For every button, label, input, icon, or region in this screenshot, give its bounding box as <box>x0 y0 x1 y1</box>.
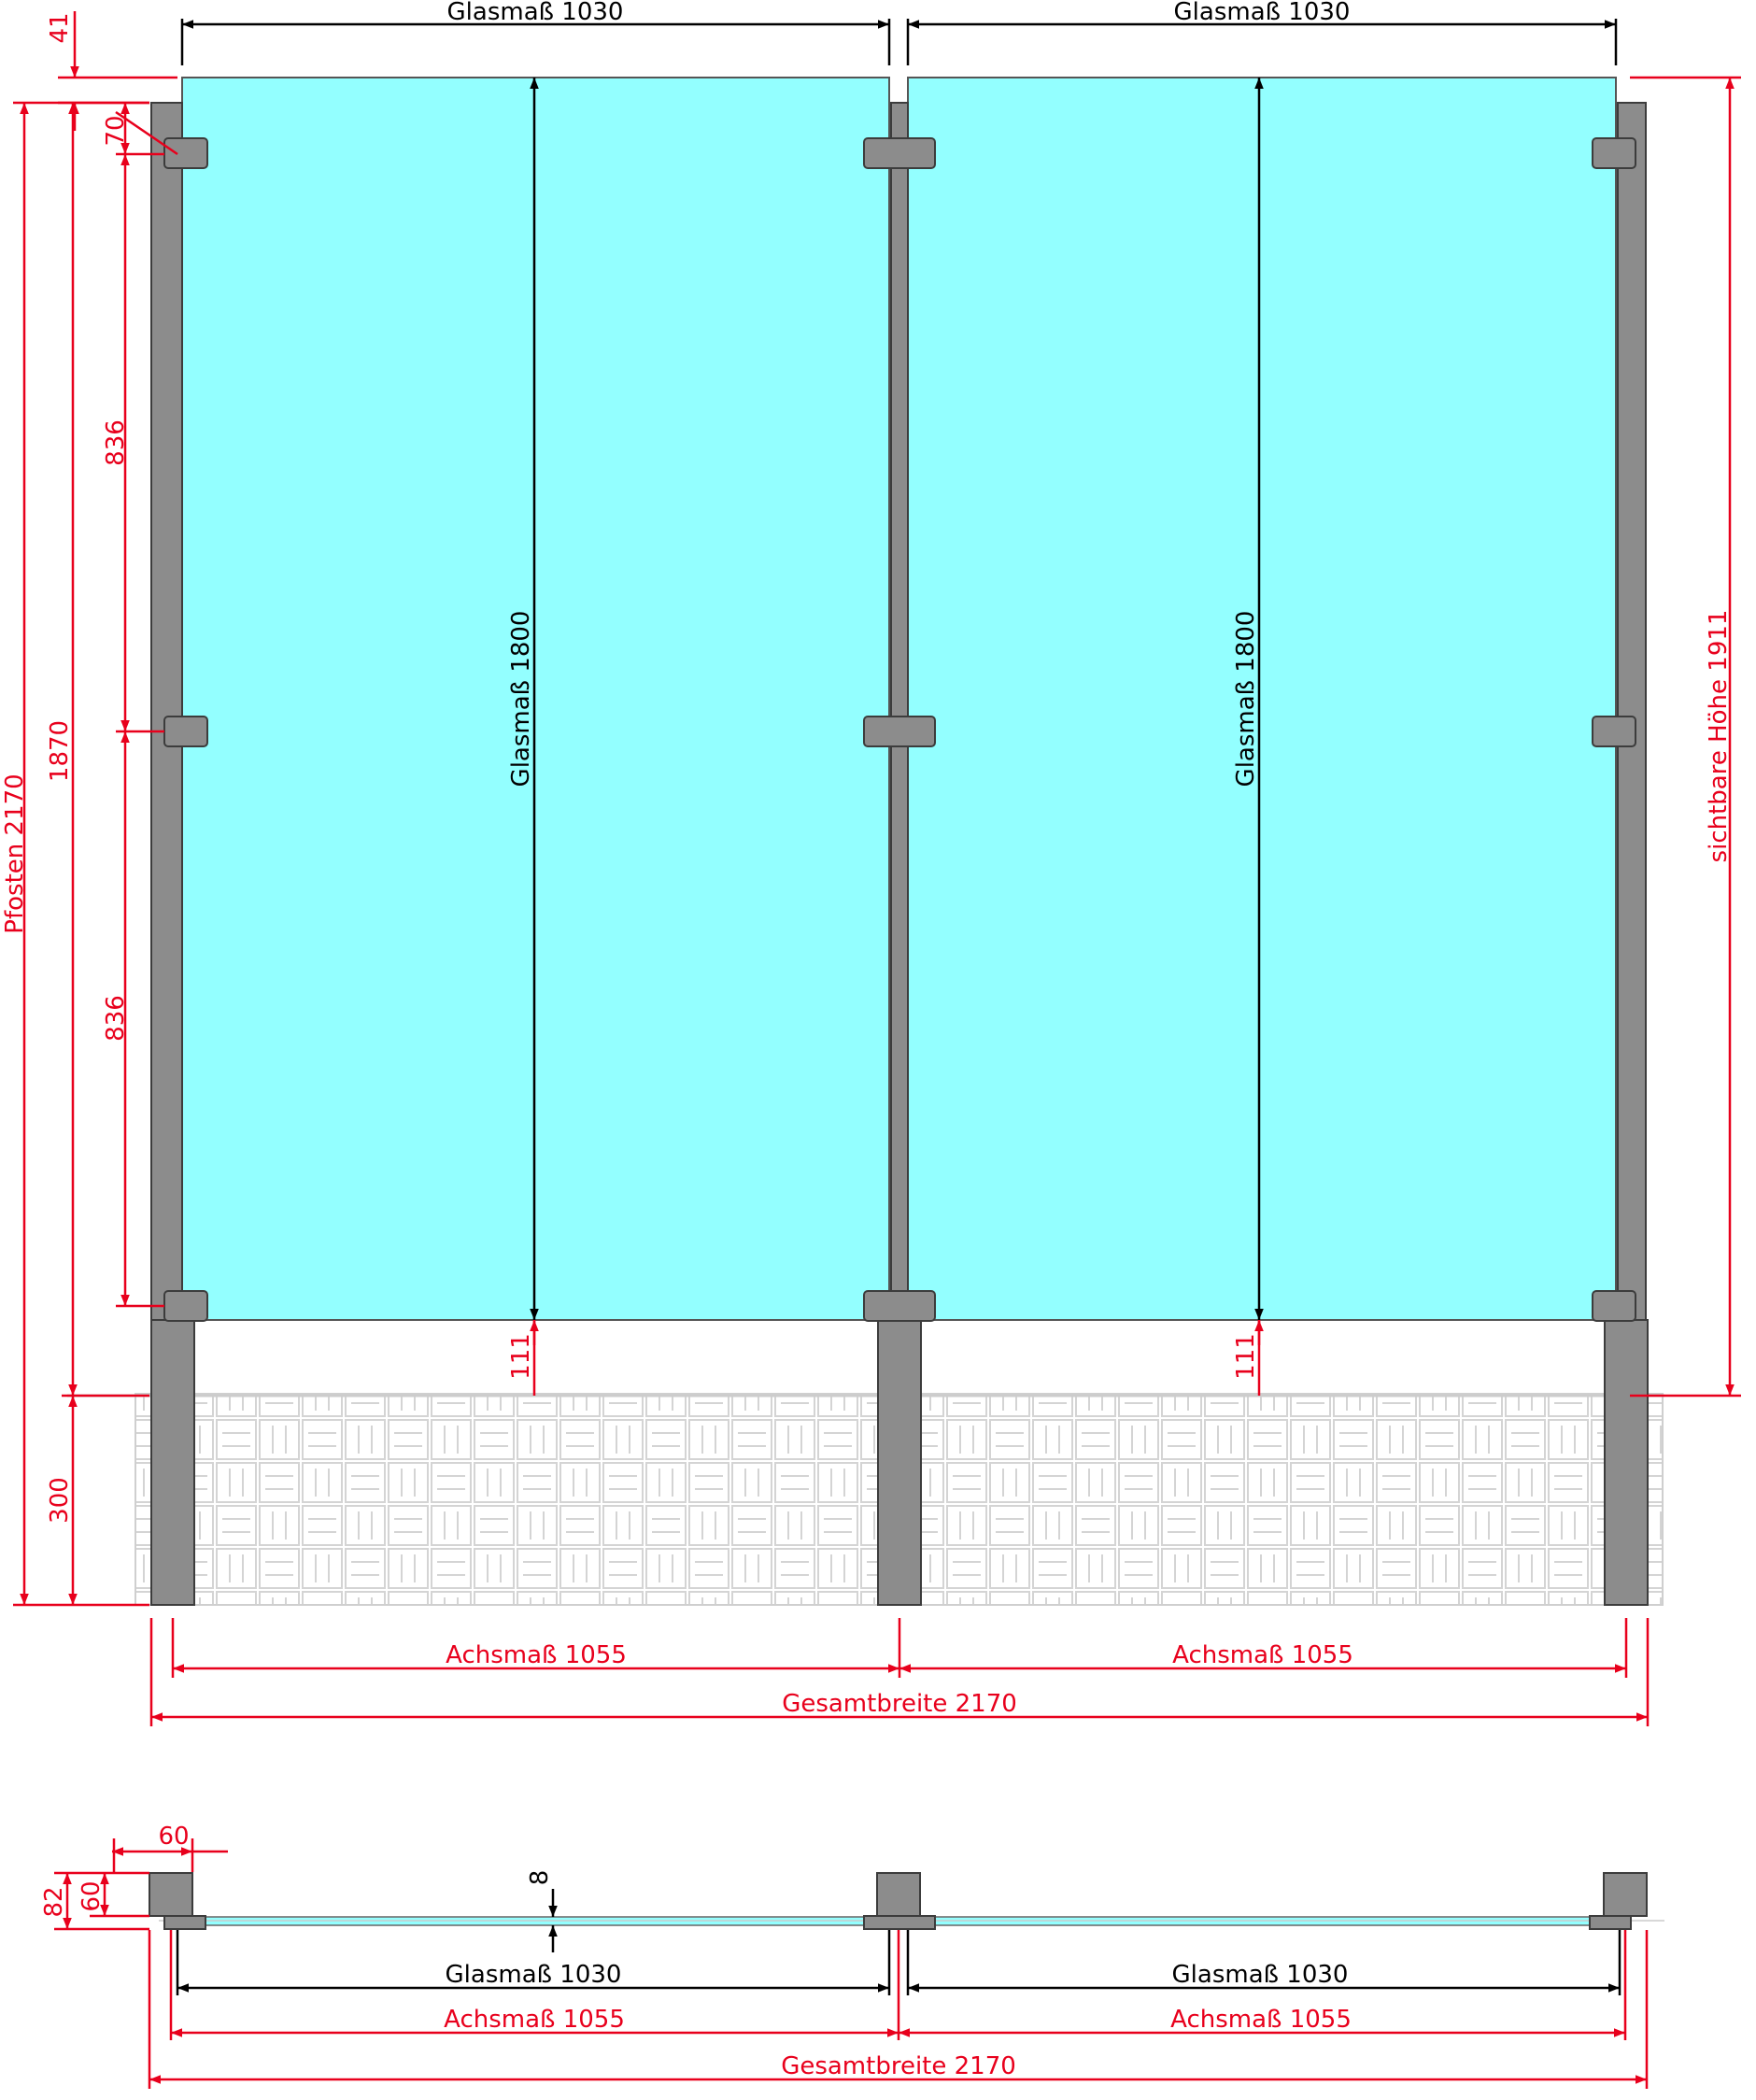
plan-post-width-label: 60 <box>158 1823 189 1851</box>
clamp <box>163 716 208 747</box>
glass-height-right-label: Glasmaß 1800 <box>1232 611 1260 788</box>
plan-clamp <box>1589 1915 1632 1930</box>
axis-right-label: Achsmaß 1055 <box>1172 1641 1353 1669</box>
plan-total-width-label: Gesamtbreite 2170 <box>781 2052 1016 2080</box>
clamp-spacing-upper-label: 836 <box>102 419 130 466</box>
plan-post-middle <box>876 1872 921 1917</box>
glass-height-left-label: Glasmaß 1800 <box>507 611 535 788</box>
post-right-upper <box>1617 102 1647 1321</box>
post-middle-upper <box>890 102 909 1321</box>
plan-post-left <box>149 1872 193 1917</box>
clamp <box>1592 716 1636 747</box>
plan-post-right <box>1603 1872 1648 1917</box>
total-width-label: Gesamtbreite 2170 <box>782 1690 1017 1718</box>
gap-top-label: 41 <box>46 12 74 43</box>
plan-view: 60 82 60 8 Glasmaß 1030 Glasmaß 1030 <box>40 1823 1664 2089</box>
clamp <box>863 716 936 747</box>
clamp-offset-top-label: 70 <box>102 115 130 146</box>
plan-glass-width-right-label: Glasmaß 1030 <box>1172 1961 1349 1989</box>
post-right-lower <box>1604 1319 1649 1606</box>
clamp <box>163 137 208 169</box>
visible-height-label: sichtbare Höhe 1911 <box>1705 610 1733 863</box>
glass-pane-left <box>181 77 890 1321</box>
plan-glass-width-left-label: Glasmaß 1030 <box>446 1961 622 1989</box>
elevation-view: Glasmaß 1030 Glasmaß 1030 Glasmaß 1800 G… <box>1 0 1741 1726</box>
post-left-lower <box>150 1319 195 1606</box>
clamp <box>863 1290 936 1322</box>
clamp <box>163 1290 208 1322</box>
plan-axis-left-label: Achsmaß 1055 <box>444 2006 625 2034</box>
plan-post-depth-label: 60 <box>78 1880 106 1911</box>
axis-left-label: Achsmaß 1055 <box>446 1641 627 1669</box>
post-middle-lower <box>877 1319 922 1606</box>
plan-axis-right-label: Achsmaß 1055 <box>1170 2006 1352 2034</box>
ground-clearance-left-label: 111 <box>507 1333 535 1380</box>
clamp <box>863 137 936 169</box>
glass-width-left-label: Glasmaß 1030 <box>447 0 624 26</box>
glass-width-right-label: Glasmaß 1030 <box>1174 0 1351 26</box>
plan-post-depth-total-label: 82 <box>40 1886 68 1917</box>
posts <box>150 102 1649 1606</box>
plan-glass-thickness-label: 8 <box>526 1870 554 1886</box>
post-total-label: Pfosten 2170 <box>1 773 29 933</box>
embedment-label: 300 <box>46 1477 74 1524</box>
post-above-ground-label: 1870 <box>46 720 74 782</box>
clamp <box>1592 137 1636 169</box>
clamp <box>1592 1290 1636 1322</box>
glass-pane-right <box>907 77 1617 1321</box>
post-left-upper <box>150 102 183 1321</box>
plan-clamp <box>863 1915 936 1930</box>
plan-clamp <box>163 1915 206 1930</box>
clamp-spacing-lower-label: 836 <box>102 995 130 1042</box>
ground-clearance-right-label: 111 <box>1232 1333 1260 1380</box>
